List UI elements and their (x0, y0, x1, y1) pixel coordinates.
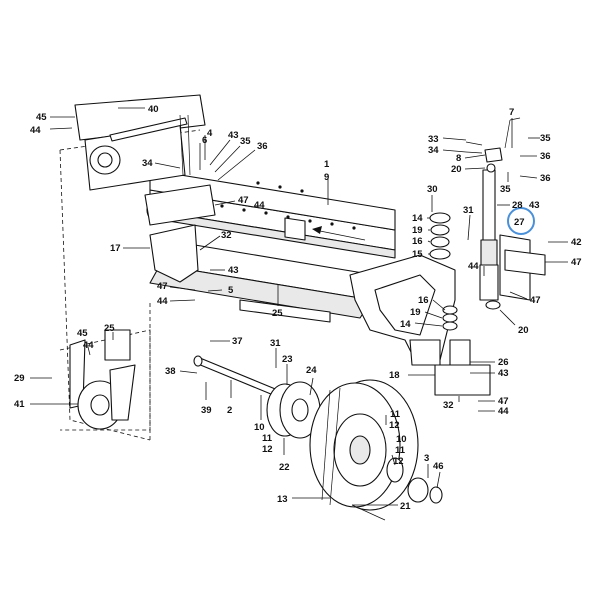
callout-45: 45 (36, 112, 47, 123)
callout-2: 2 (227, 405, 232, 416)
callout-41: 41 (14, 399, 25, 410)
callout-44: 44 (498, 406, 509, 417)
callout-47: 47 (571, 257, 582, 268)
callout-33: 33 (428, 134, 439, 145)
callout-25: 25 (272, 308, 283, 319)
callout-3: 3 (424, 453, 429, 464)
callout-8: 8 (456, 153, 461, 164)
callout-47: 47 (498, 396, 509, 407)
callout-11: 11 (262, 433, 273, 444)
callout-23: 23 (282, 354, 293, 365)
callout-35: 35 (540, 133, 551, 144)
callout-29: 29 (14, 373, 25, 384)
callout-10: 10 (396, 434, 407, 445)
callout-6: 6 (202, 135, 207, 146)
callout-5: 5 (228, 285, 234, 296)
callout-36: 36 (257, 141, 268, 152)
callout-42: 42 (571, 237, 582, 248)
callout-19: 19 (412, 225, 423, 236)
callout-18: 18 (389, 370, 400, 381)
axle-wheel-drawing (193, 355, 443, 511)
callout-44: 44 (468, 261, 479, 272)
callout-11: 11 (395, 445, 406, 456)
callout-40: 40 (148, 104, 159, 115)
frame-drawing (59, 94, 396, 441)
callout-38: 38 (165, 366, 176, 377)
callout-43: 43 (228, 265, 239, 276)
spindle-assembly-drawing (349, 117, 546, 396)
callout-16: 16 (418, 295, 429, 306)
callout-12: 12 (393, 456, 404, 467)
callout-12: 12 (262, 444, 273, 455)
callout-43: 43 (529, 200, 540, 211)
callout-17: 17 (110, 243, 121, 254)
callout-21: 21 (400, 501, 411, 512)
callout-34: 34 (428, 145, 439, 156)
caster-drawing (59, 329, 151, 431)
callout-14: 14 (400, 319, 411, 330)
callout-31: 31 (463, 205, 474, 216)
callout-1: 1 (324, 159, 330, 170)
callout-43: 43 (228, 130, 239, 141)
callout-47: 47 (238, 195, 249, 206)
callout-13: 13 (277, 494, 288, 505)
callout-39: 39 (201, 405, 212, 416)
callout-12: 12 (389, 420, 400, 431)
callout-44: 44 (30, 125, 41, 136)
callout-16: 16 (412, 236, 423, 247)
callout-44: 44 (254, 200, 265, 211)
callouts: 45 40 44 4 6 43 35 36 34 1 9 47 44 17 32… (14, 104, 582, 521)
callout-31: 31 (270, 338, 281, 349)
callout-22: 22 (279, 462, 290, 473)
callout-36: 36 (540, 173, 551, 184)
callout-10: 10 (254, 422, 265, 433)
highlight-ring (507, 207, 535, 235)
callout-4: 4 (207, 128, 213, 139)
callout-20: 20 (518, 325, 529, 336)
callout-11: 11 (390, 409, 401, 420)
callout-27: 27 (514, 217, 525, 228)
callout-25: 25 (104, 323, 115, 334)
callout-45: 45 (77, 328, 88, 339)
callout-20: 20 (451, 164, 462, 175)
callout-7: 7 (509, 107, 514, 118)
callout-37: 37 (232, 336, 243, 347)
callout-47: 47 (157, 281, 168, 292)
callout-44: 44 (157, 296, 168, 307)
callout-32: 32 (443, 400, 454, 411)
callout-43: 43 (498, 368, 509, 379)
callout-47: 47 (530, 295, 541, 306)
callout-34: 34 (142, 158, 153, 169)
callout-15: 15 (412, 249, 423, 260)
callout-28: 28 (512, 200, 523, 211)
callout-26: 26 (498, 357, 509, 368)
callout-19: 19 (410, 307, 421, 318)
callout-30: 30 (427, 184, 438, 195)
callout-36: 36 (540, 151, 551, 162)
callout-35: 35 (500, 184, 511, 195)
callout-24: 24 (306, 365, 317, 376)
callout-32: 32 (221, 230, 232, 241)
callout-44: 44 (83, 340, 94, 351)
callout-9: 9 (324, 172, 329, 183)
callout-14: 14 (412, 213, 423, 224)
callout-46: 46 (433, 461, 444, 472)
callout-35: 35 (240, 136, 251, 147)
